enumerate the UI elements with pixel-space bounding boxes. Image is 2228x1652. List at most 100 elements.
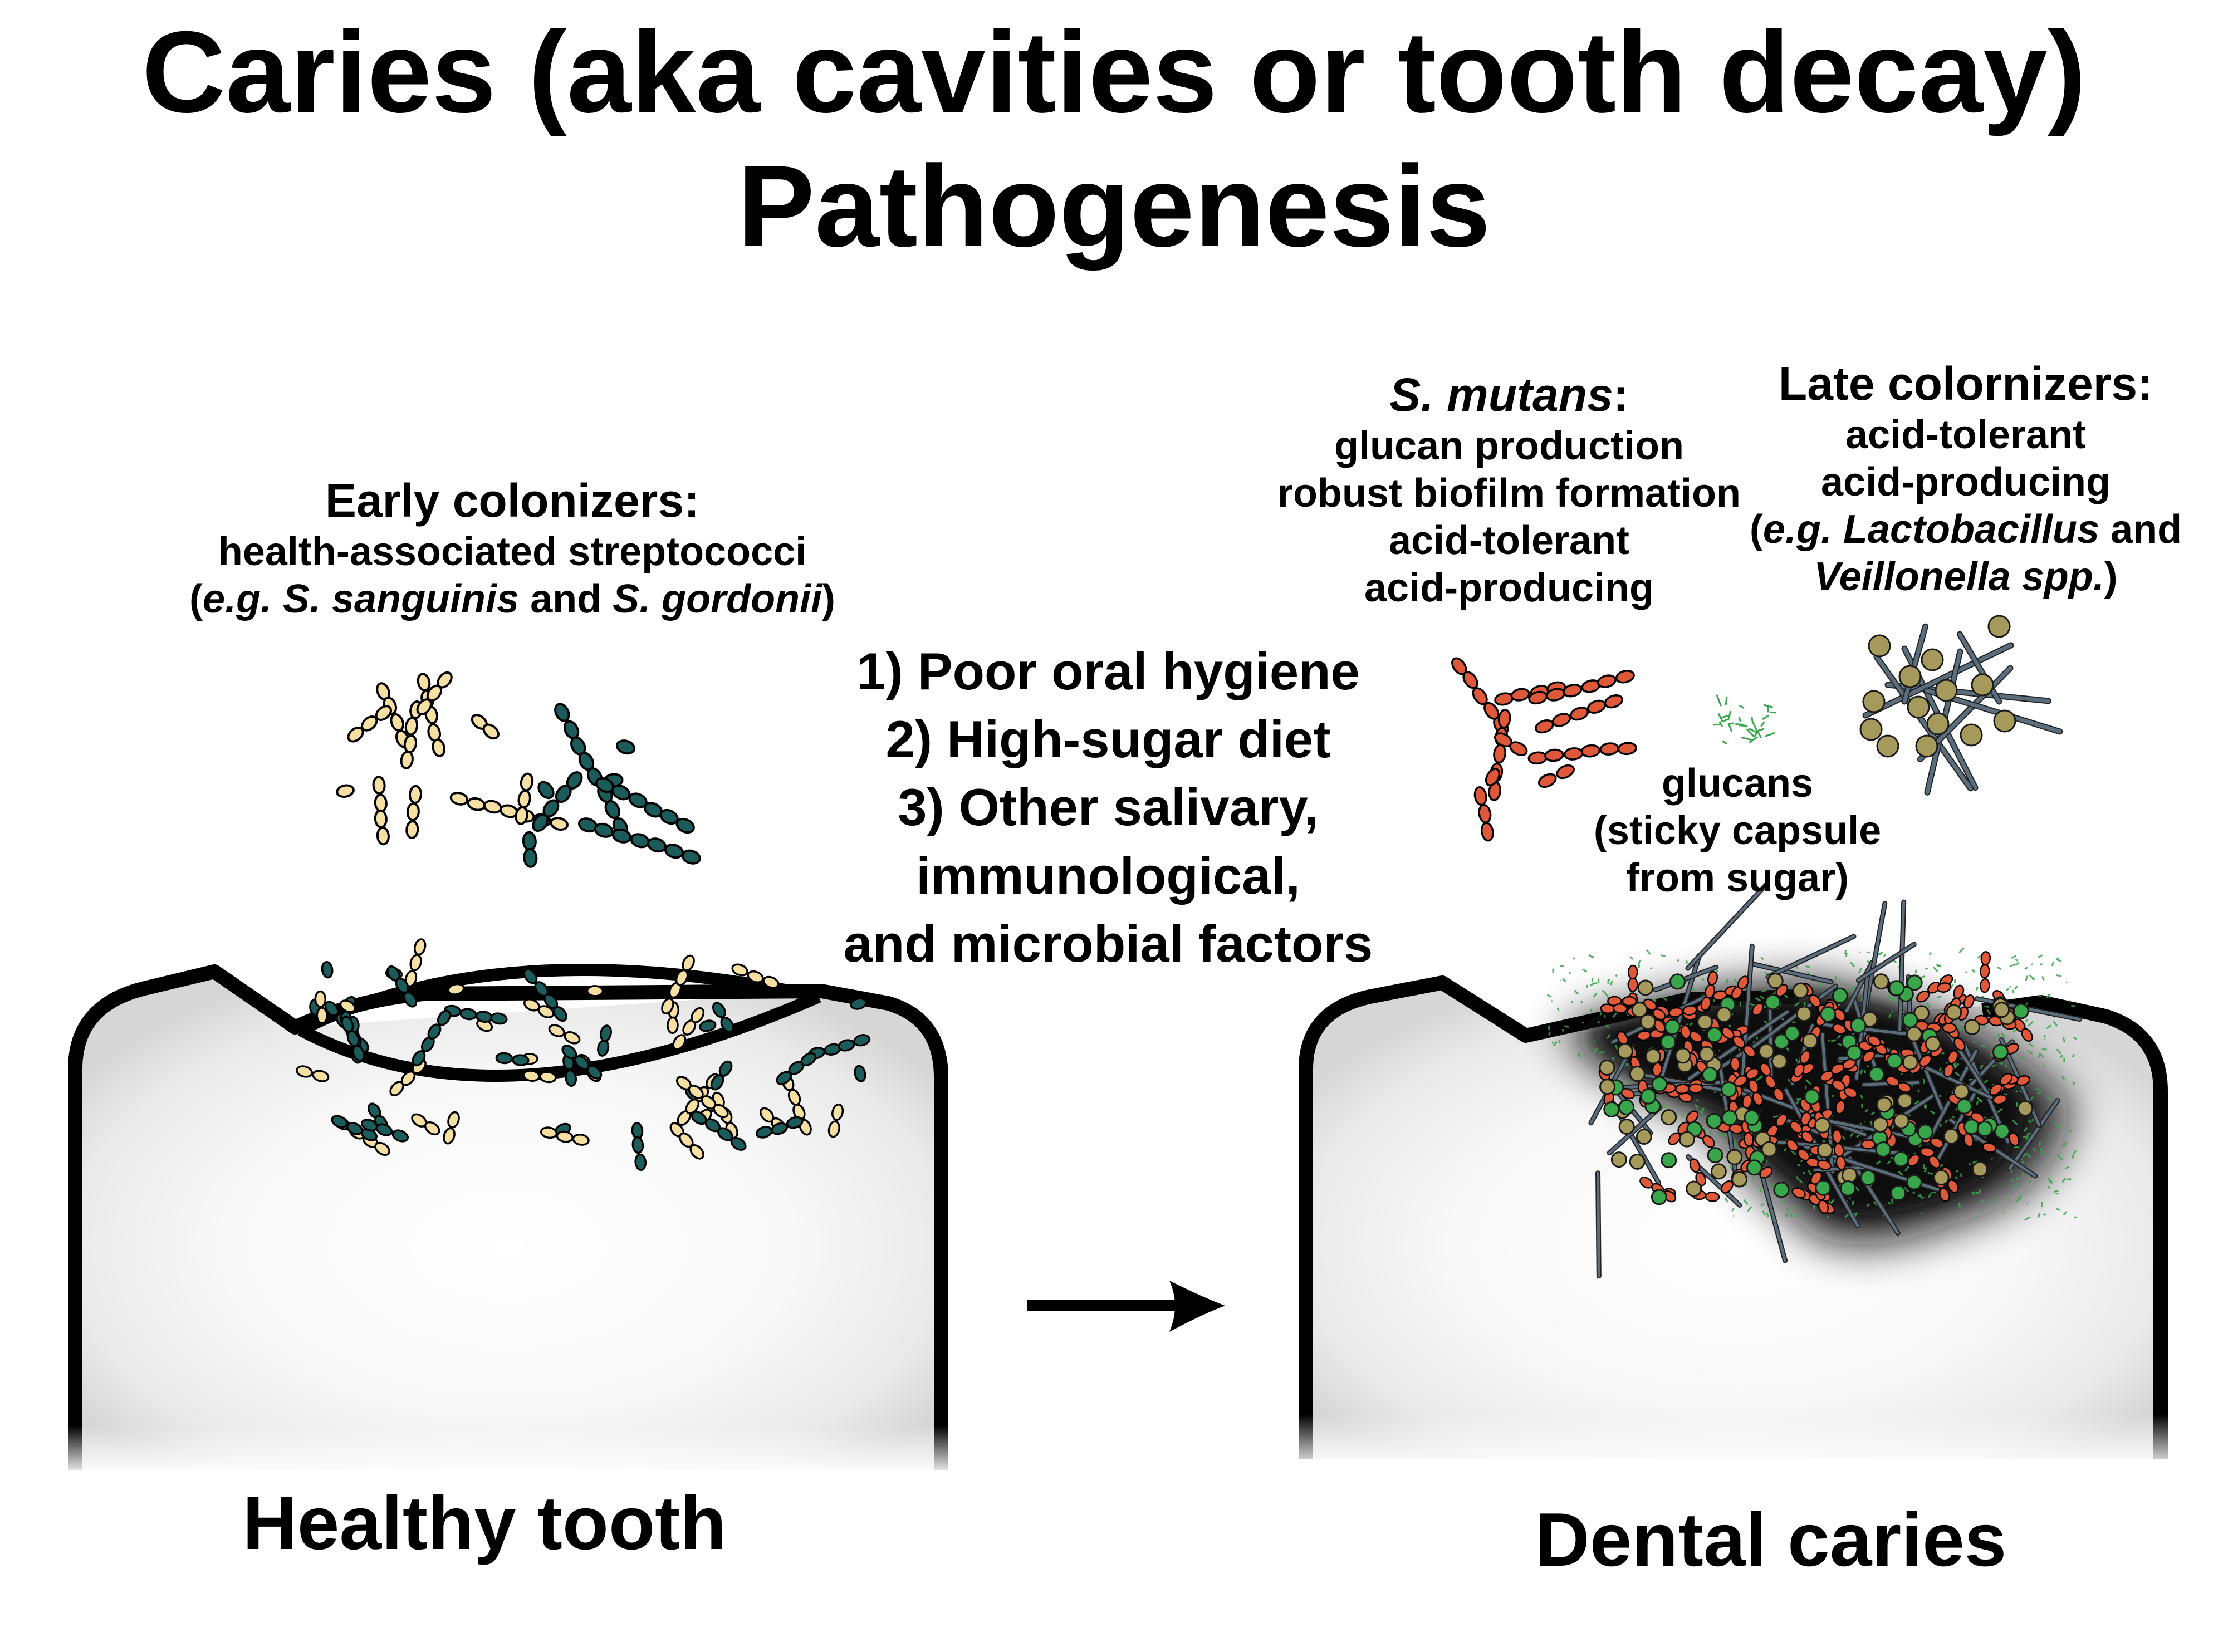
glucan-strand [1603, 1015, 1606, 1018]
glucan-strand [1738, 717, 1741, 722]
coccus-cell [1846, 1045, 1863, 1061]
glucan-strand [1686, 1107, 1689, 1110]
glucan-strand [2026, 1153, 2031, 1158]
glucan-strand [1978, 1189, 1981, 1195]
coccus-cell [1661, 1109, 1677, 1126]
glucan-strand [1593, 992, 1598, 998]
biofilm-chain [631, 1122, 647, 1171]
coccus-cell [1669, 973, 1686, 990]
biofilm-chain [1700, 970, 1718, 1011]
streptococcus-chain-icon [515, 772, 534, 825]
glucan-strand [1626, 1079, 1629, 1084]
risk-factor-3: 3) Other salivary, [898, 778, 1319, 837]
glucan-strand [1922, 1164, 1925, 1169]
coccus-cell [1706, 1027, 1723, 1043]
glucan-strand [1926, 1002, 1931, 1008]
s-mutans-colon: : [1613, 369, 1629, 421]
biofilm-chain [661, 954, 695, 1014]
coccus-cell [1664, 1018, 1681, 1035]
coccus-cell [1850, 1017, 1867, 1034]
glucan-strand [1755, 728, 1762, 738]
glucan-strand [1553, 1041, 1558, 1047]
coccus-cell [1960, 723, 1983, 747]
biofilm-chain [447, 983, 465, 996]
glucan-strand [1694, 1104, 1699, 1109]
s-mutans-trait-4: acid-producing [1364, 565, 1654, 610]
glucan-strand [2035, 1088, 2040, 1091]
glucan-strand [1718, 721, 1723, 728]
rod-cell [1608, 1106, 1662, 1155]
biofilm-chain [1819, 1058, 1857, 1082]
glucan-strand [1759, 971, 1762, 973]
glucan-strand [1863, 1069, 1866, 1073]
s-mutans-heading: S. mutans: [1242, 367, 1776, 423]
coccus-cell [2012, 1003, 2029, 1019]
glucan-strand [1794, 1002, 1800, 1007]
glucan-strand [1763, 704, 1774, 708]
title-line-1: Caries (aka cavities or tooth decay) [141, 8, 2087, 137]
glucan-strand [1589, 1009, 1592, 1012]
glucan-strand [1922, 1078, 1925, 1084]
glucan-strand [1827, 1215, 1829, 1219]
glucan-strand [1996, 966, 2002, 970]
glucan-strand [1830, 1039, 1837, 1042]
decayed-tooth-fade [1295, 1414, 2175, 1470]
biofilm-chain [1607, 996, 1637, 1007]
coccus-cell [1926, 712, 1950, 736]
glucan-strand [1717, 1134, 1723, 1138]
coccus-cell [1721, 1081, 1737, 1098]
healthy-tooth-body [75, 972, 941, 1470]
glucan-strand [2023, 1126, 2028, 1132]
glucan-strand [1902, 1011, 1904, 1013]
glucan-strand [1765, 732, 1775, 737]
coccus-cell [1697, 1013, 1713, 1030]
coccus-cell [1956, 1098, 1973, 1115]
coccus-cell [1765, 994, 1781, 1011]
coccus-cell [1841, 1167, 1858, 1184]
coccus-cell [1660, 1033, 1677, 1050]
glucan-strand [2056, 957, 2059, 960]
glucan-strand [1969, 1163, 1971, 1166]
glucan-strand [1701, 1107, 1705, 1113]
glucan-strand [1867, 1065, 1870, 1068]
biofilm-chain [1793, 1050, 1811, 1078]
glucan-strand [1953, 1061, 1957, 1066]
coccus-cell [1913, 1005, 1930, 1022]
glucan-strand [2043, 1065, 2046, 1068]
glucan-strand [1551, 1041, 1554, 1045]
glucan-strand [1716, 694, 1722, 707]
glucan-strand [2003, 1212, 2005, 1214]
late-colonizers-examples: (e.g. Lactobacillus and [1721, 506, 2211, 553]
glucan-strand [1771, 1183, 1776, 1188]
coccus-cell [1840, 1180, 1857, 1197]
glucan-strand [2018, 1195, 2022, 1199]
biofilm-chain [361, 1119, 409, 1143]
streptococcus-chain-icon [416, 671, 453, 715]
biofilm-chain [2008, 1132, 2020, 1147]
healthy-tooth [64, 938, 955, 1475]
glucan-strands-icon [1713, 694, 1776, 745]
rod-cell [1654, 965, 1718, 992]
glucan-strand [1920, 1212, 1923, 1215]
biofilm-chain [386, 965, 418, 1008]
glucan-strand [1552, 968, 1554, 973]
glucan-strand [1965, 971, 1968, 974]
glucan-strand [2022, 1153, 2028, 1158]
coccus-cell [1645, 1048, 1662, 1065]
glucan-strand [1927, 1171, 1933, 1175]
glucan-strand [1930, 1110, 1936, 1115]
rod-cell [1857, 943, 1916, 982]
glucan-strand [2012, 1119, 2018, 1126]
coccus-cell [1873, 973, 1889, 990]
biofilm-chain [1989, 1073, 2013, 1096]
glucan-strand [1578, 1053, 1581, 1058]
rod-cell [1848, 1156, 1899, 1235]
coccus-cell [1796, 1006, 1813, 1022]
glucan-strand [1914, 1100, 1919, 1105]
glucan-strand [2044, 1164, 2048, 1167]
coccus-cell [1651, 1076, 1668, 1092]
coccus-cell [1698, 1046, 1715, 1062]
coccus-cell [1925, 1036, 1941, 1052]
coccus-cell [1746, 1159, 1762, 1176]
biofilm-chain [540, 1126, 590, 1146]
